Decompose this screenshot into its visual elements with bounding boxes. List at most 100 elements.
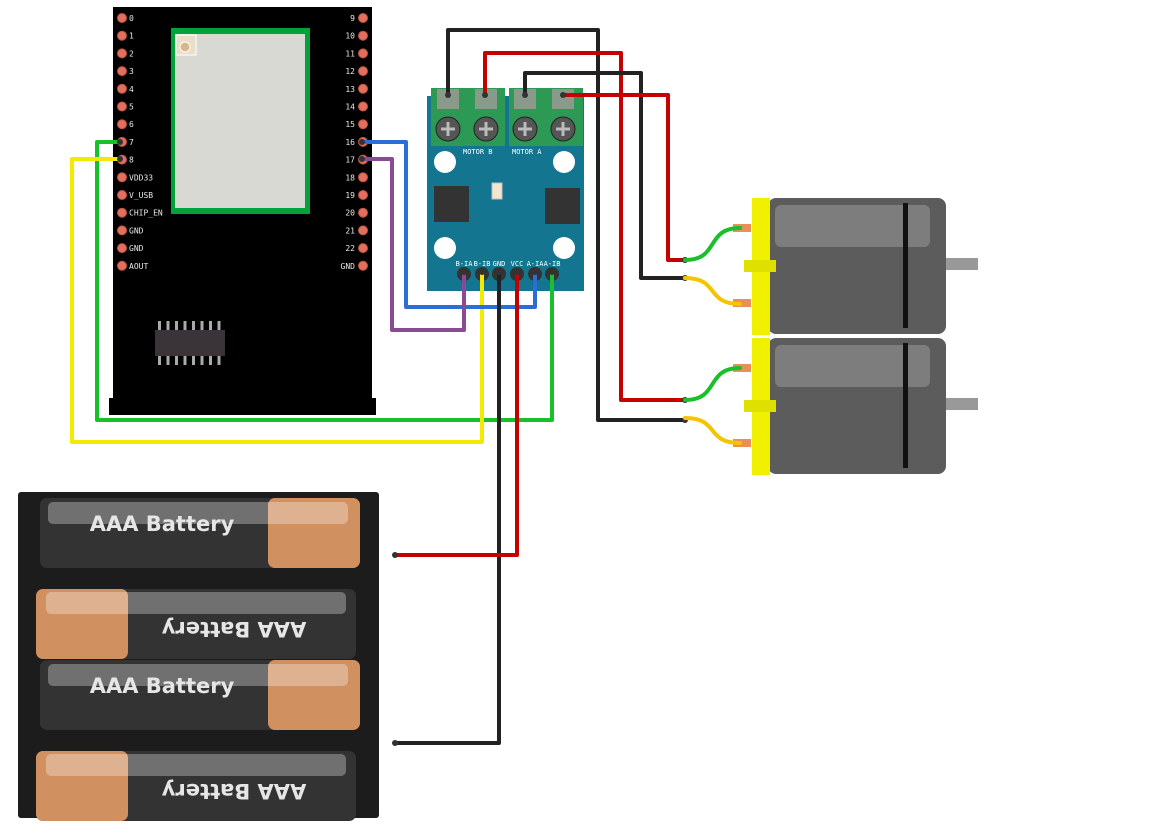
mcu-pin-label: AOUT <box>129 262 148 271</box>
battery-label: AAA Battery <box>90 512 235 536</box>
microcontroller-board: 012345678VDD33V_USBCHIP_ENGNDGNDAOUT9101… <box>109 7 376 415</box>
motor-a-label: MOTOR A <box>512 148 542 156</box>
motor-terminal[interactable] <box>733 299 751 307</box>
mcu-pin-label: 20 <box>345 209 355 218</box>
mcu-pin[interactable] <box>117 30 127 41</box>
motor-lead-yellow[interactable] <box>683 416 742 445</box>
mcu-pin[interactable] <box>358 48 368 59</box>
mcu-pin-label: 15 <box>345 120 355 129</box>
mcu-pin-label: GND <box>129 226 144 235</box>
aaa-battery: AAA Battery <box>40 660 360 730</box>
terminal-socket[interactable] <box>514 89 536 109</box>
battery-label: AAA Battery <box>161 617 306 641</box>
mcu-pin[interactable] <box>117 243 127 254</box>
mcu-pin-label: 8 <box>129 156 134 165</box>
aaa-battery: AAA Battery <box>40 498 360 568</box>
motor-b-label: MOTOR B <box>463 148 493 156</box>
wire-yellow-pin8-b-ib[interactable] <box>70 157 484 444</box>
wire-black-motor-a[interactable] <box>523 71 687 280</box>
mcu-pin[interactable] <box>117 260 127 271</box>
wire-red-motor-a[interactable] <box>561 93 687 262</box>
motor-lead-green[interactable] <box>683 366 742 402</box>
mcu-pin-label: CHIP_EN <box>129 209 163 218</box>
driver-ic-b <box>434 186 469 222</box>
wire-blue-pin16-a-ia[interactable] <box>360 140 537 309</box>
mcu-pin[interactable] <box>358 101 368 112</box>
header-pin-label: A-IA <box>527 260 545 268</box>
mcu-pin[interactable] <box>117 13 127 23</box>
wire-purple-pin17-b-ia[interactable] <box>360 157 466 332</box>
wire-green-pin7-a-ib[interactable] <box>95 140 554 422</box>
mcu-pin-label: 3 <box>129 67 134 76</box>
mcu-pin-label: V_USB <box>129 191 153 200</box>
aaa-battery: AAA Battery <box>36 589 356 659</box>
mcu-pin-label: 19 <box>345 191 355 200</box>
mcu-pin[interactable] <box>358 83 368 94</box>
mcu-pin[interactable] <box>358 66 368 77</box>
mcu-pin-label: 0 <box>129 14 134 23</box>
mcu-pin-label: 17 <box>345 156 355 165</box>
header-pin-label: GND <box>493 260 506 268</box>
wire-black-gnd-battery[interactable] <box>393 270 501 745</box>
header-pin-label: VCC <box>511 260 524 268</box>
mcu-pin-label: 18 <box>345 173 355 182</box>
mcu-pin[interactable] <box>358 260 368 271</box>
mcu-pin[interactable] <box>358 207 368 218</box>
mcu-pin-label: 13 <box>345 85 355 94</box>
mcu-pin-label: 4 <box>129 85 134 94</box>
dc-motor <box>733 198 978 335</box>
mcu-pin-label: 14 <box>345 103 355 112</box>
mcu-pin[interactable] <box>117 119 127 130</box>
mcu-pin-label: GND <box>341 262 356 271</box>
mcu-pin-label: 22 <box>345 244 355 253</box>
mcu-pin[interactable] <box>358 30 368 41</box>
mcu-pin[interactable] <box>117 207 127 218</box>
driver-ic-a <box>545 188 580 224</box>
mcu-pin-label: 11 <box>345 49 355 58</box>
mcu-pin[interactable] <box>117 83 127 94</box>
terminal-socket[interactable] <box>475 89 497 109</box>
mcu-pin[interactable] <box>358 243 368 254</box>
mcu-pin-label: 10 <box>345 32 355 41</box>
header-pin-label: B-IA <box>456 260 474 268</box>
mcu-pin-label: 5 <box>129 103 134 112</box>
mcu-pin[interactable] <box>358 190 368 200</box>
mcu-pin-label: VDD33 <box>129 173 153 182</box>
mcu-pin-label: 6 <box>129 120 134 129</box>
motor-lead-green[interactable] <box>683 226 742 262</box>
mcu-pin-label: 16 <box>345 138 355 147</box>
mcu-pin-label: 2 <box>129 49 134 58</box>
mcu-pin-label: 7 <box>129 138 134 147</box>
mcu-pin[interactable] <box>358 172 368 183</box>
mcu-pin[interactable] <box>358 119 368 130</box>
mcu-pin-label: 9 <box>350 14 355 23</box>
mcu-pin-label: 1 <box>129 32 134 41</box>
header-pin-label: A-IB <box>544 260 561 268</box>
battery-label: AAA Battery <box>90 674 235 698</box>
mcu-pin-label: 12 <box>345 67 355 76</box>
dc-motor <box>733 338 978 475</box>
mcu-pin[interactable] <box>358 13 368 23</box>
wire-red-motor-b[interactable] <box>483 51 687 402</box>
mcu-pin[interactable] <box>358 225 368 236</box>
motor-lead-yellow[interactable] <box>683 276 742 306</box>
aaa-battery: AAA Battery <box>36 751 356 821</box>
terminal-socket[interactable] <box>437 89 459 109</box>
led <box>491 182 503 200</box>
mcu-pin[interactable] <box>117 190 127 200</box>
usb-chip <box>155 321 225 365</box>
mcu-pin-label: GND <box>129 244 144 253</box>
mcu-pin[interactable] <box>117 172 127 183</box>
mcu-pin[interactable] <box>117 66 127 77</box>
header-pin-label: B-IB <box>474 260 491 268</box>
wire-red-vcc-battery[interactable] <box>393 270 519 557</box>
mcu-pin-label: 21 <box>345 226 355 235</box>
mcu-pin[interactable] <box>117 225 127 236</box>
mcu-pin[interactable] <box>117 101 127 112</box>
mcu-pin[interactable] <box>117 48 127 59</box>
wire-black-motor-b[interactable] <box>446 28 687 422</box>
battery-label: AAA Battery <box>161 779 306 803</box>
